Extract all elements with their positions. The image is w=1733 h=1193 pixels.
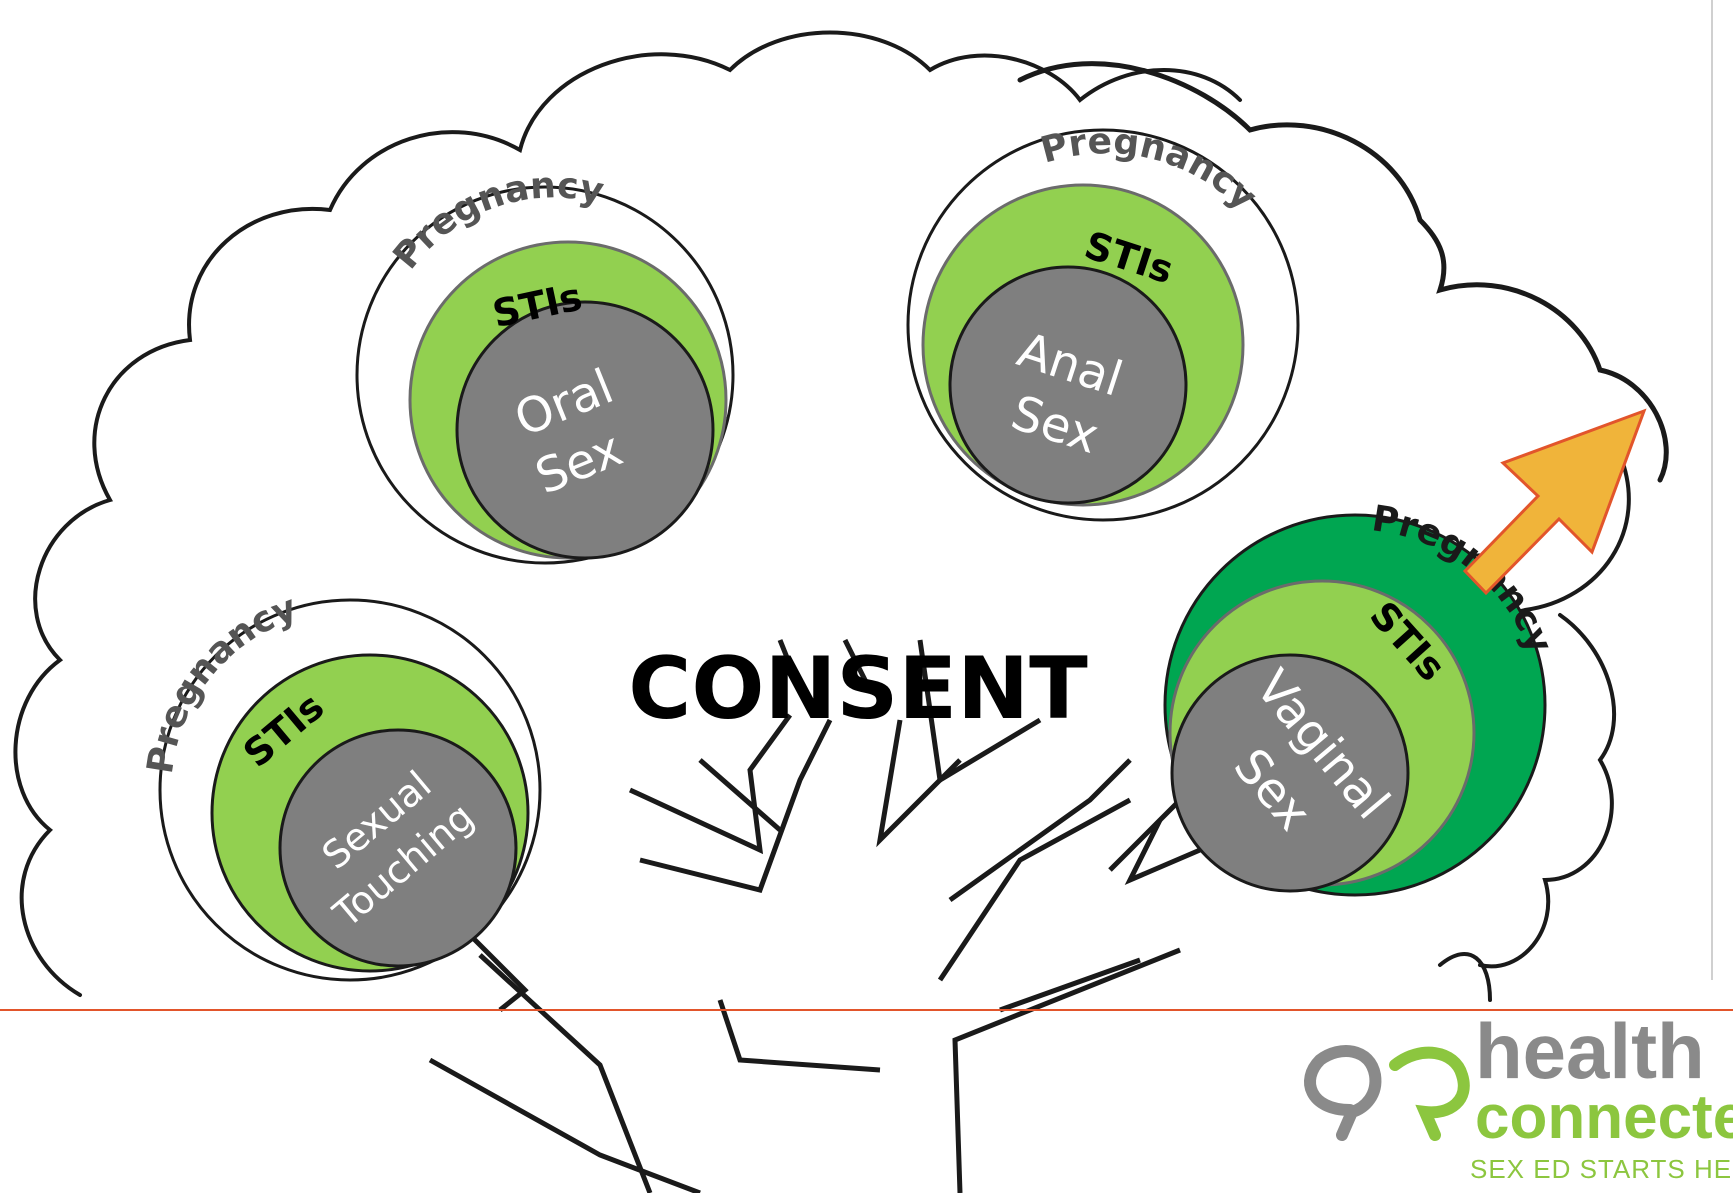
core-circle [278, 728, 518, 968]
risk-circle-anal-sex: Pregnancy STIs Anal Sex [906, 121, 1300, 522]
core-circle [948, 265, 1188, 505]
tree-canopy-outline [13, 30, 1669, 1002]
risk-circle-sexual-touching: Pregnancy STIs Sexual Touching [140, 587, 542, 982]
core-circle [455, 300, 715, 560]
speech-bubbles-icon [1304, 1045, 1470, 1141]
logo-line1: health [1475, 1007, 1705, 1095]
tree-trunk-branches [428, 638, 1202, 1193]
consent-title: CONSENT [628, 639, 1088, 739]
logo-line2: connected [1475, 1083, 1733, 1152]
healthconnected-logo: health connected SEX ED STARTS HERE [1304, 1007, 1733, 1184]
logo-tagline: SEX ED STARTS HERE [1470, 1154, 1733, 1184]
core-circle [1170, 653, 1410, 893]
highlight-arrow-icon [1462, 408, 1647, 596]
risk-circle-oral-sex: Pregnancy STIs Oral Sex [355, 165, 735, 565]
